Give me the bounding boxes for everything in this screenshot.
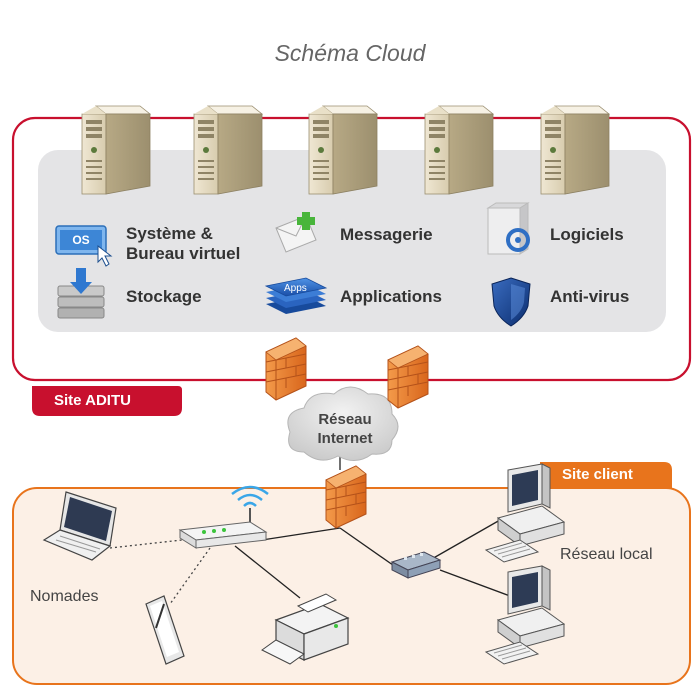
reseau-local-label: Réseau local — [560, 546, 653, 563]
printer-icon — [261, 593, 350, 665]
site-client-tag: Site client — [562, 466, 633, 483]
os-desktop-icon — [55, 225, 113, 267]
service-antivirus: Anti-virus — [550, 287, 630, 306]
router-icon — [178, 485, 269, 549]
service-stockage: Stockage — [126, 287, 202, 306]
server-icon — [81, 105, 151, 195]
internet-label: Réseau Internet — [300, 410, 390, 448]
server-icon — [193, 105, 263, 195]
wireless-links — [109, 539, 211, 605]
service-applications: Applications — [340, 287, 443, 306]
mail-icon — [275, 212, 317, 253]
internet-label-line2: Internet — [317, 430, 373, 447]
storage-icon — [57, 268, 105, 319]
site-aditu-tag-bg — [32, 386, 182, 416]
os-badge: OS — [72, 233, 90, 247]
site-client-tag-bg — [540, 462, 672, 488]
server-icon — [540, 105, 610, 195]
server-icon — [308, 105, 378, 195]
tablet-icon — [145, 595, 185, 665]
nomades-label: Nomades — [30, 588, 99, 605]
diagram-title: Schéma Cloud — [274, 40, 426, 66]
service-messagerie: Messagerie — [340, 225, 433, 244]
server-icon — [424, 105, 494, 195]
laptop-icon — [42, 491, 117, 561]
service-logiciels: Logiciels — [550, 225, 624, 244]
network-connections — [234, 450, 511, 599]
software-box-icon — [486, 202, 530, 255]
service-systeme-line1: Système & — [126, 224, 213, 243]
shield-icon — [491, 277, 531, 327]
service-systeme-line2: Bureau virtuel — [126, 244, 241, 263]
service-systeme: Système & Bureau virtuel — [126, 224, 240, 264]
cloud-icon — [287, 386, 399, 461]
switch-icon — [390, 551, 442, 579]
internet-label-line1: Réseau — [318, 411, 372, 428]
apps-stack-icon — [264, 277, 328, 314]
site-aditu-tag: Site ADITU — [54, 392, 131, 409]
apps-badge: Apps — [284, 283, 307, 294]
